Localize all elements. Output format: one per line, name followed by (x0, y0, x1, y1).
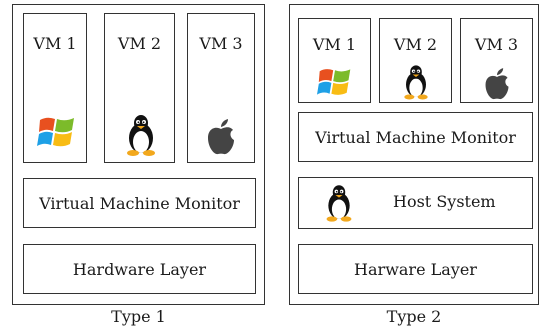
type1-vm3-box: VM 3 (187, 13, 255, 163)
linux-tux-icon (404, 65, 428, 100)
type2-host-label: Host System (393, 191, 496, 211)
type1-frame: VM 1 VM 2 VM 3 Virtual Machine Monitor (12, 4, 265, 305)
type1-hardware-box: Hardware Layer (23, 244, 256, 294)
apple-logo-icon (485, 68, 509, 100)
type2-hardware-label: Harware Layer (354, 259, 477, 279)
type2-hardware-box: Harware Layer (298, 244, 533, 294)
windows-logo-icon (317, 69, 351, 95)
type2-vm3-label: VM 3 (474, 35, 519, 54)
type1-monitor-label: Virtual Machine Monitor (39, 193, 240, 213)
apple-logo-icon (208, 119, 234, 155)
type2-frame: VM 1 VM 2 VM 3 Virtual Machine Monitor (289, 4, 539, 305)
type1-hardware-label: Hardware Layer (72, 259, 207, 279)
type1-vm2-label: VM 2 (117, 34, 162, 53)
type1-vm1-box: VM 1 (23, 13, 87, 163)
type1-monitor-box: Virtual Machine Monitor (23, 178, 256, 228)
type2-host-box: Host System (298, 177, 533, 229)
type1-caption: Type 1 (111, 307, 166, 326)
type1-vm2-box: VM 2 (104, 13, 175, 163)
type2-vm2-box: VM 2 (379, 18, 452, 103)
type1-vm1-label: VM 1 (33, 34, 77, 53)
type2-vm1-label: VM 1 (312, 35, 357, 54)
windows-logo-icon (37, 117, 74, 147)
type2-vm2-label: VM 2 (393, 35, 438, 54)
type2-vm1-box: VM 1 (298, 18, 371, 103)
type1-vm3-label: VM 3 (199, 34, 243, 53)
linux-tux-icon (127, 115, 155, 156)
linux-tux-icon (326, 185, 352, 222)
type2-caption: Type 2 (386, 307, 442, 326)
type2-monitor-label: Virtual Machine Monitor (315, 127, 516, 147)
type2-monitor-box: Virtual Machine Monitor (298, 112, 533, 162)
type2-vm3-box: VM 3 (460, 18, 533, 103)
